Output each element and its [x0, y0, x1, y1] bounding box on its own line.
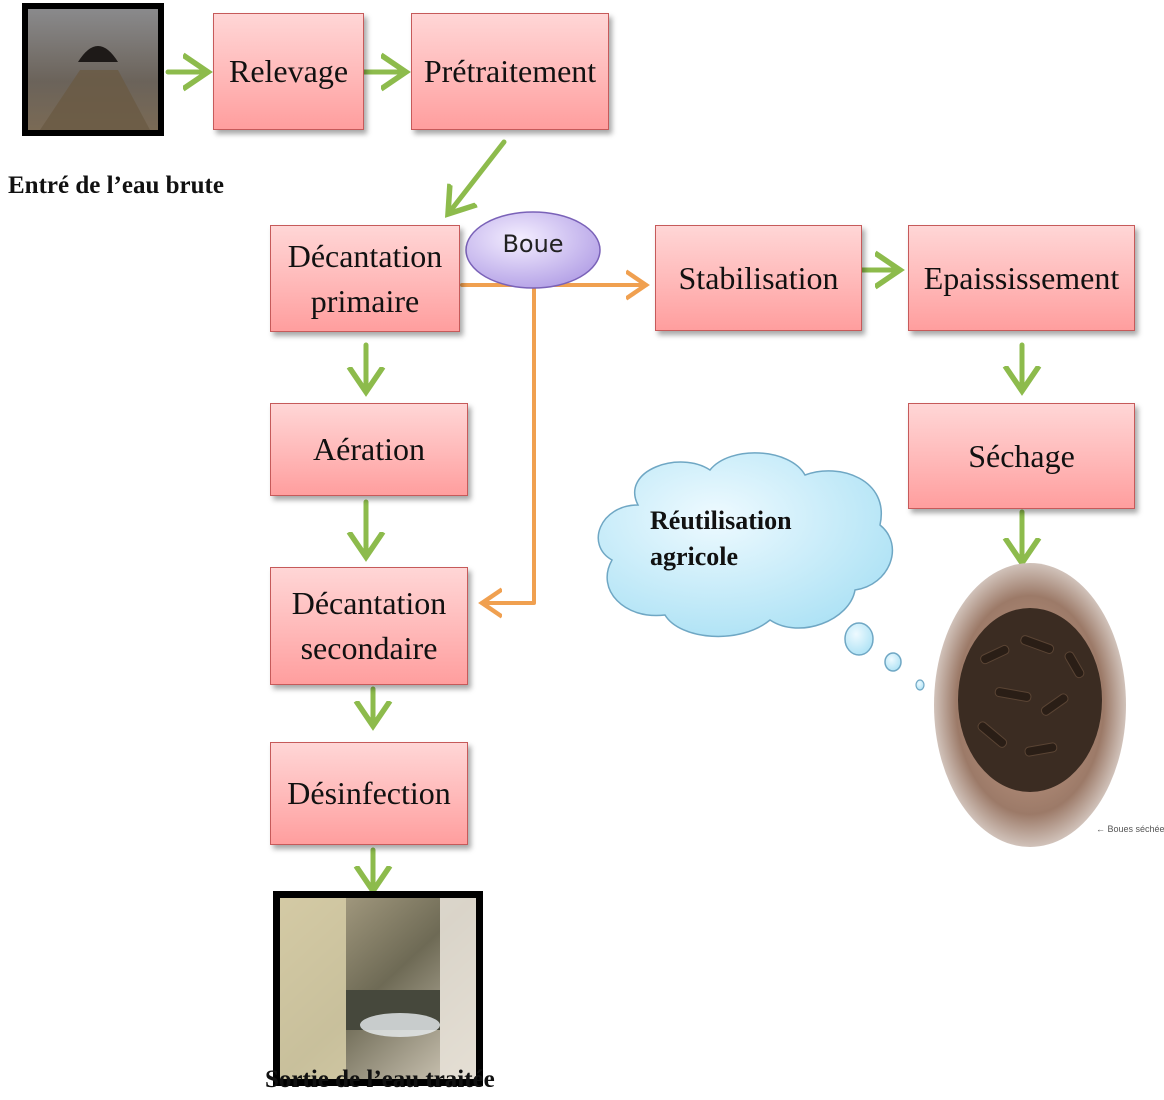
- cloud-bubble-medium: [884, 652, 902, 672]
- node-epaississement: Epaississement: [908, 225, 1135, 331]
- node-relevage: Relevage: [213, 13, 364, 130]
- node-sechage-label: Séchage: [968, 437, 1075, 474]
- node-stabilisation-label: Stabilisation: [678, 259, 839, 296]
- node-decantation-secondaire-label: Décantation secondaire: [291, 585, 447, 666]
- node-aeration: Aération: [270, 403, 468, 496]
- node-pretraitement-label: Prétraitement: [423, 53, 597, 90]
- output-caption: Sortie de l’eau traitée: [265, 1066, 495, 1093]
- cloud-text: Réutilisation agricole: [650, 506, 792, 572]
- node-decantation-secondaire: Décantation secondaire: [270, 567, 468, 685]
- reuse-cloud: [597, 452, 925, 691]
- arrow-sludge-recirculation: [482, 283, 536, 603]
- dried-sludge-note: ← Boues séchées: [1096, 824, 1164, 834]
- boue-label: Boue: [502, 230, 564, 258]
- cloud-shape: [597, 452, 894, 638]
- node-epaississement-label: Epaississement: [923, 259, 1120, 296]
- water-flow-arrows: [165, 72, 1022, 891]
- node-aeration-label: Aération: [313, 431, 425, 468]
- node-decantation-primaire-label: Décantation primaire: [287, 237, 443, 319]
- boue-ellipse: [465, 211, 601, 289]
- node-decantation-primaire: Décantation primaire: [270, 225, 460, 332]
- arrow-pretraitement-to-decantation: [448, 139, 507, 214]
- cloud-bubble-large: [844, 622, 874, 656]
- treated-water-outlet-photo: [273, 891, 483, 1086]
- node-desinfection: Désinfection: [270, 742, 468, 845]
- input-caption: Entré de l’eau brute: [8, 172, 224, 199]
- raw-water-inlet-photo: [22, 3, 164, 136]
- node-pretraitement: Prétraitement: [411, 13, 609, 130]
- node-relevage-label: Relevage: [228, 53, 349, 90]
- dried-sludge-photo: [934, 563, 1126, 847]
- node-sechage: Séchage: [908, 403, 1135, 509]
- node-desinfection-label: Désinfection: [287, 775, 451, 812]
- cloud-bubble-small: [915, 679, 925, 691]
- node-stabilisation: Stabilisation: [655, 225, 862, 331]
